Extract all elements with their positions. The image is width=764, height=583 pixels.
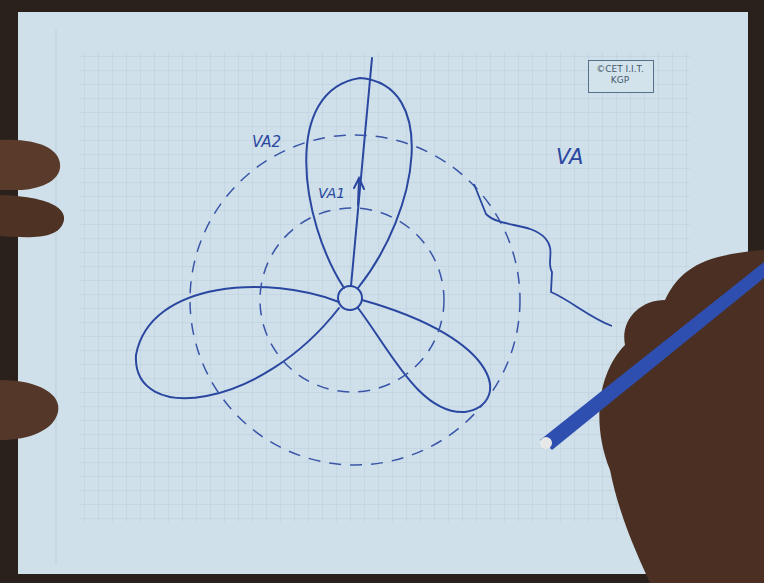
stamp-box: ©CET I.I.T. KGP [588, 60, 654, 93]
dashed-contours [190, 135, 520, 465]
hands [0, 140, 764, 583]
vector-label: VA2 [252, 134, 281, 151]
sketch-line [474, 184, 612, 326]
stamp-text: ©CET I.I.T. KGP [594, 64, 646, 87]
vector-label: VA [556, 146, 583, 169]
radiation-pattern [136, 58, 490, 412]
vector-label: VA1 [318, 186, 345, 201]
grid [80, 52, 690, 522]
